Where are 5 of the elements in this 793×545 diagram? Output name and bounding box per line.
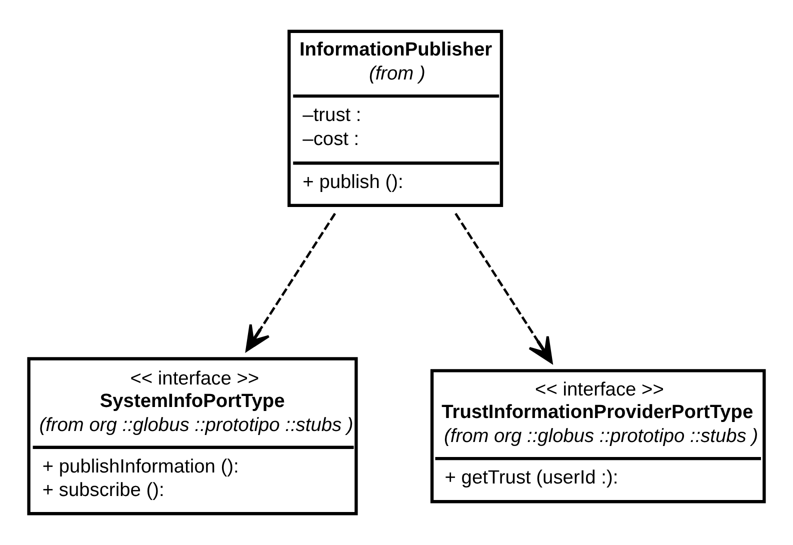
node-box: << interface >> SystemInfoPortType (from org ::globus ::prototipo ::stubs ) + publishInformation (): + subscribe ():	[27, 357, 358, 516]
node-box: InformationPublisher (from ) –trust : –cost : + publish ():	[288, 30, 504, 208]
arrow	[454, 212, 553, 364]
arrow	[246, 212, 336, 352]
node-box: << interface >> TrustInformationProviderPortType (from org ::globus ::prototipo ::stubs ) + getTrust (userId :):	[430, 369, 766, 504]
